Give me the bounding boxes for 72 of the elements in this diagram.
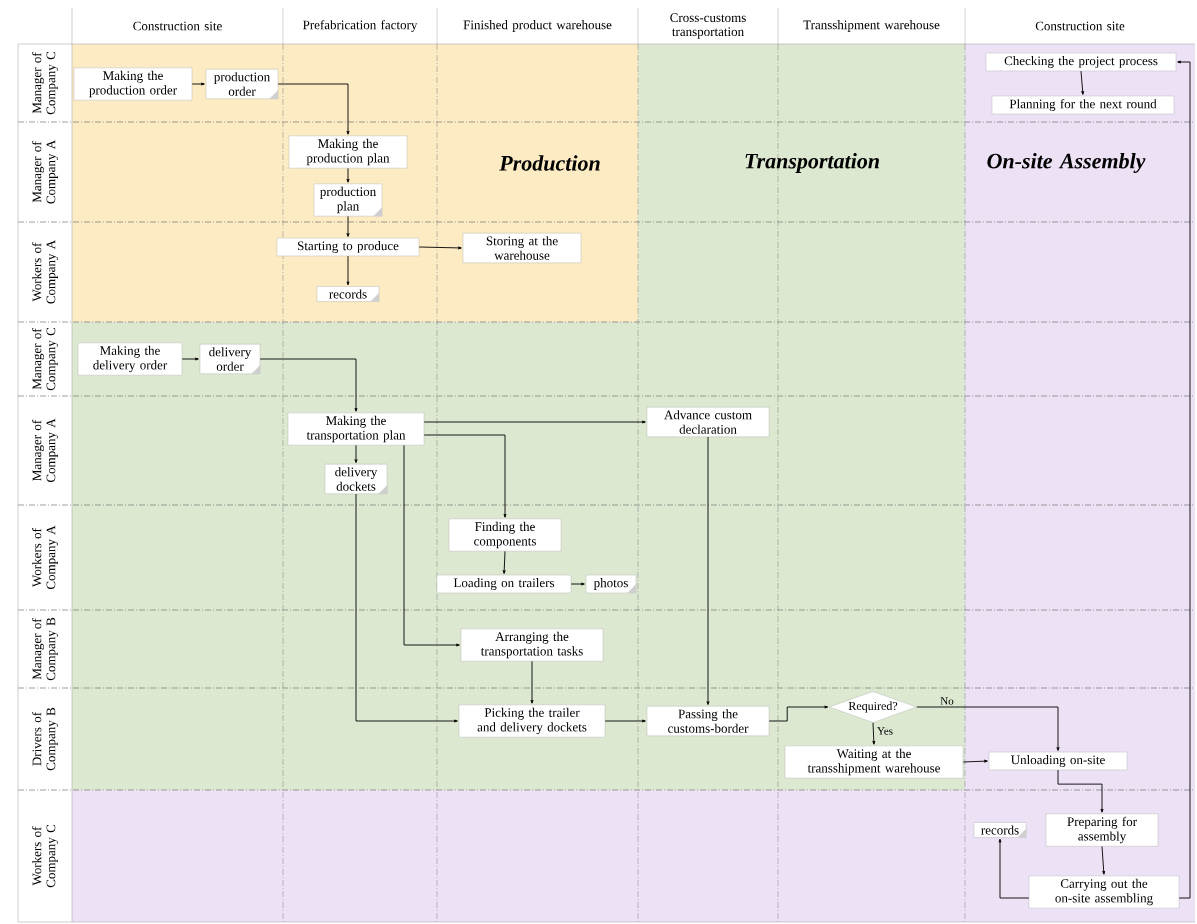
process-box: Starting to produce (276, 237, 420, 257)
column-header: Finished product warehouse (463, 20, 612, 32)
phase-title: Transportation (745, 153, 879, 173)
document-box: production order (205, 69, 279, 100)
arrow (768, 705, 829, 722)
phase-title: Production (499, 155, 600, 171)
arrow (1101, 846, 1106, 875)
lane-label: Manager of Company C (32, 327, 58, 391)
process-box: Storing at the warehouse (462, 233, 582, 264)
arrow (277, 83, 350, 135)
arrow (998, 838, 1030, 899)
phase-title: On-site Assembly (987, 153, 1146, 173)
process-box: Checking the project process (985, 52, 1177, 72)
arrow (181, 357, 199, 361)
arrow (346, 215, 350, 237)
arrow (1057, 769, 1104, 813)
arrow (570, 582, 585, 586)
process-box: Making the delivery order (77, 342, 183, 376)
column-header: Cross-customs transportation (670, 13, 746, 39)
arrow (1080, 70, 1085, 95)
column-header: Construction site (1035, 21, 1125, 31)
process-box: Preparing for assembly (1045, 813, 1159, 847)
lane-label: Drivers of Company B (32, 707, 58, 771)
arrow (418, 246, 462, 250)
arrow (354, 444, 358, 463)
process-box: Passing the customs-border (646, 706, 770, 737)
arrow (502, 550, 506, 574)
lane-label: Manager of Company B (32, 617, 58, 681)
document-box: delivery dockets (324, 464, 388, 495)
arrow (530, 660, 534, 704)
edge-label: Yes (876, 726, 894, 736)
process-box: Advance custom declaration (646, 407, 770, 438)
process-box: Unloading on-site (988, 751, 1128, 771)
lane-label: Manager of Company A (32, 139, 58, 204)
document-box: delivery order (199, 344, 261, 375)
arrow (403, 444, 460, 647)
process-box: Picking the trailer and delivery dockets (458, 704, 606, 738)
lane-label: Workers of Company A (32, 239, 58, 304)
arrow (916, 706, 1060, 751)
process-box: Arranging the transportation tasks (460, 628, 604, 662)
process-box: Finding the components (448, 518, 562, 552)
lane-label: Manager of Company A (32, 418, 58, 483)
arrow (1177, 60, 1191, 899)
document-box: records (973, 822, 1027, 838)
document-box: production plan (313, 183, 383, 217)
arrow (872, 722, 876, 745)
lane-label: Workers of Company C (32, 824, 58, 888)
process-box: Planning for the next round (991, 95, 1175, 115)
arrow (962, 759, 988, 763)
arrow (346, 255, 350, 286)
document-box: records (316, 286, 380, 302)
process-box: Making the transportation plan (287, 412, 425, 446)
column-header: Construction site (133, 21, 222, 31)
process-box: Making the production plan (288, 135, 408, 169)
process-box: Waiting at the transshipment warehouse (784, 745, 964, 779)
column-header: Prefabrication factory (303, 20, 418, 32)
arrow (346, 167, 350, 183)
arrow (706, 436, 710, 705)
document-box: photos (585, 574, 637, 594)
lane-label: Manager of Company C (32, 51, 58, 115)
arrow (355, 493, 458, 723)
process-box: Carrying out the on-site assembling (1028, 875, 1180, 909)
arrow (191, 82, 205, 86)
column-header: Transshipment warehouse (803, 20, 940, 32)
edge-label: No (939, 696, 955, 706)
arrow (259, 358, 358, 412)
arrow (604, 719, 646, 723)
arrow (423, 434, 507, 518)
process-box: Making the production order (73, 67, 193, 101)
arrow (423, 420, 646, 424)
lane-label: Workers of Company A (32, 525, 58, 590)
process-box: Loading on trailers (436, 574, 572, 594)
